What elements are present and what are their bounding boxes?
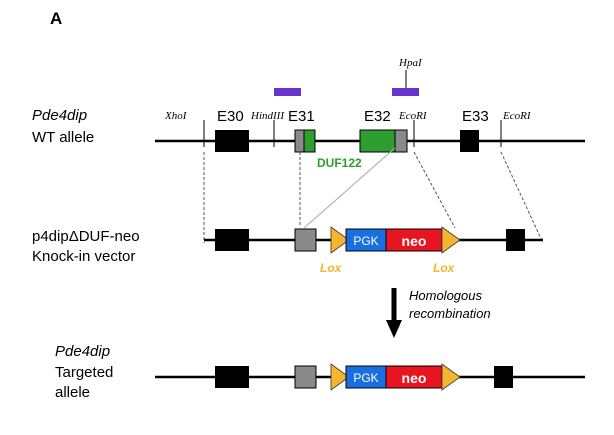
targeted-exon-e31 <box>294 365 317 389</box>
pgk-label: PGK <box>353 234 378 248</box>
homology-line-ecori <box>413 151 456 229</box>
vector-label: Knock-in vector <box>32 248 135 265</box>
exon-e32-domain <box>359 129 396 153</box>
vector-exon-e31 <box>294 228 317 252</box>
hindiii-label: HindIII <box>250 110 285 122</box>
neo-label: neo <box>402 233 427 249</box>
targeted-gene-name: Pde4dip <box>55 343 110 360</box>
duf122-label: DUF122 <box>317 156 362 170</box>
exon-e31-grey <box>294 129 305 153</box>
probe-5prime <box>274 88 301 96</box>
lox-label-2: Lox <box>433 261 456 275</box>
homology-line-right <box>500 151 544 244</box>
exon-e30-label: E30 <box>217 108 244 125</box>
exon-e31-label: E31 <box>288 108 315 125</box>
targeted-pgk-label: PGK <box>353 371 378 385</box>
recombination-label-1: Homologous <box>409 288 482 303</box>
wt-allele-label: WT allele <box>32 129 94 146</box>
exon-e32-grey <box>394 129 408 153</box>
xhoi-label: XhoI <box>164 110 188 122</box>
vector-exon-e33 <box>506 229 525 251</box>
vector-exon-e30 <box>215 229 249 251</box>
exon-e31-domain <box>303 129 316 153</box>
hpai-label: HpaI <box>398 57 423 69</box>
exon-e33-label: E33 <box>462 108 489 125</box>
wt-gene-name: Pde4dip <box>32 107 87 124</box>
exon-e32-label: E32 <box>364 108 391 125</box>
targeted-neo-label: neo <box>402 370 427 386</box>
targeted-label-2: allele <box>55 384 90 401</box>
targeted-label-1: Targeted <box>55 364 113 381</box>
panel-label: A <box>50 9 62 28</box>
vector-name: p4dipΔDUF-neo <box>32 228 140 245</box>
lox-site-2 <box>441 226 461 254</box>
probe-3prime <box>392 88 419 96</box>
recombination-label-2: recombination <box>409 306 491 321</box>
exon-e33 <box>460 130 479 152</box>
recombination-arrow-head <box>386 320 402 338</box>
targeted-exon-e30 <box>215 366 249 388</box>
exon-e30 <box>215 130 249 152</box>
lox-site-1 <box>330 226 350 254</box>
lox-label-1: Lox <box>320 261 343 275</box>
targeted-lox-site-1 <box>330 363 350 391</box>
homology-line-deletion <box>303 147 396 229</box>
targeted-lox-site-2 <box>441 363 461 391</box>
ecori-label-1: EcoRI <box>398 110 428 122</box>
targeted-exon-e33 <box>494 366 513 388</box>
ecori-label-2: EcoRI <box>502 110 532 122</box>
